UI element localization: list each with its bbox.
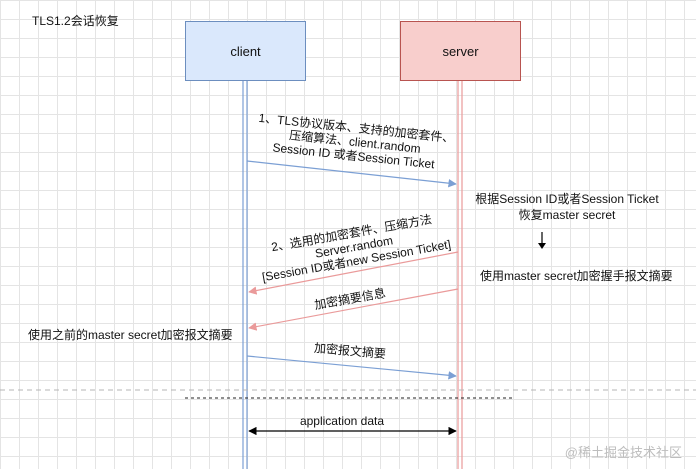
message-arrow-3 <box>248 288 459 331</box>
server-digest-note: 使用master secret加密握手报文摘要 <box>480 269 673 283</box>
client-participant-box: client <box>185 21 306 81</box>
client-label: client <box>230 43 261 59</box>
message-label-5: application data <box>280 414 404 428</box>
server-recover-line-2: 恢复master secret <box>518 208 616 222</box>
server-lifeline <box>457 81 463 469</box>
server-recover-note: 根据Session ID或者Session Ticket 恢复master se… <box>472 191 662 223</box>
server-recover-line-1: 根据Session ID或者Session Ticket <box>475 192 659 206</box>
down-arrow-icon <box>538 232 546 249</box>
server-label: server <box>442 43 479 59</box>
server-participant-box: server <box>400 21 521 81</box>
client-lifeline <box>242 81 248 469</box>
client-digest-note: 使用之前的master secret加密报文摘要 <box>28 328 233 342</box>
diagram-title: TLS1.2会话恢复 <box>32 14 119 28</box>
watermark: @稀土掘金技术社区 <box>564 445 682 460</box>
message-5-line-1: application data <box>299 414 385 428</box>
message-arrow-1 <box>246 160 457 188</box>
message-arrow-2 <box>248 251 459 295</box>
message-arrow-4 <box>246 355 457 380</box>
